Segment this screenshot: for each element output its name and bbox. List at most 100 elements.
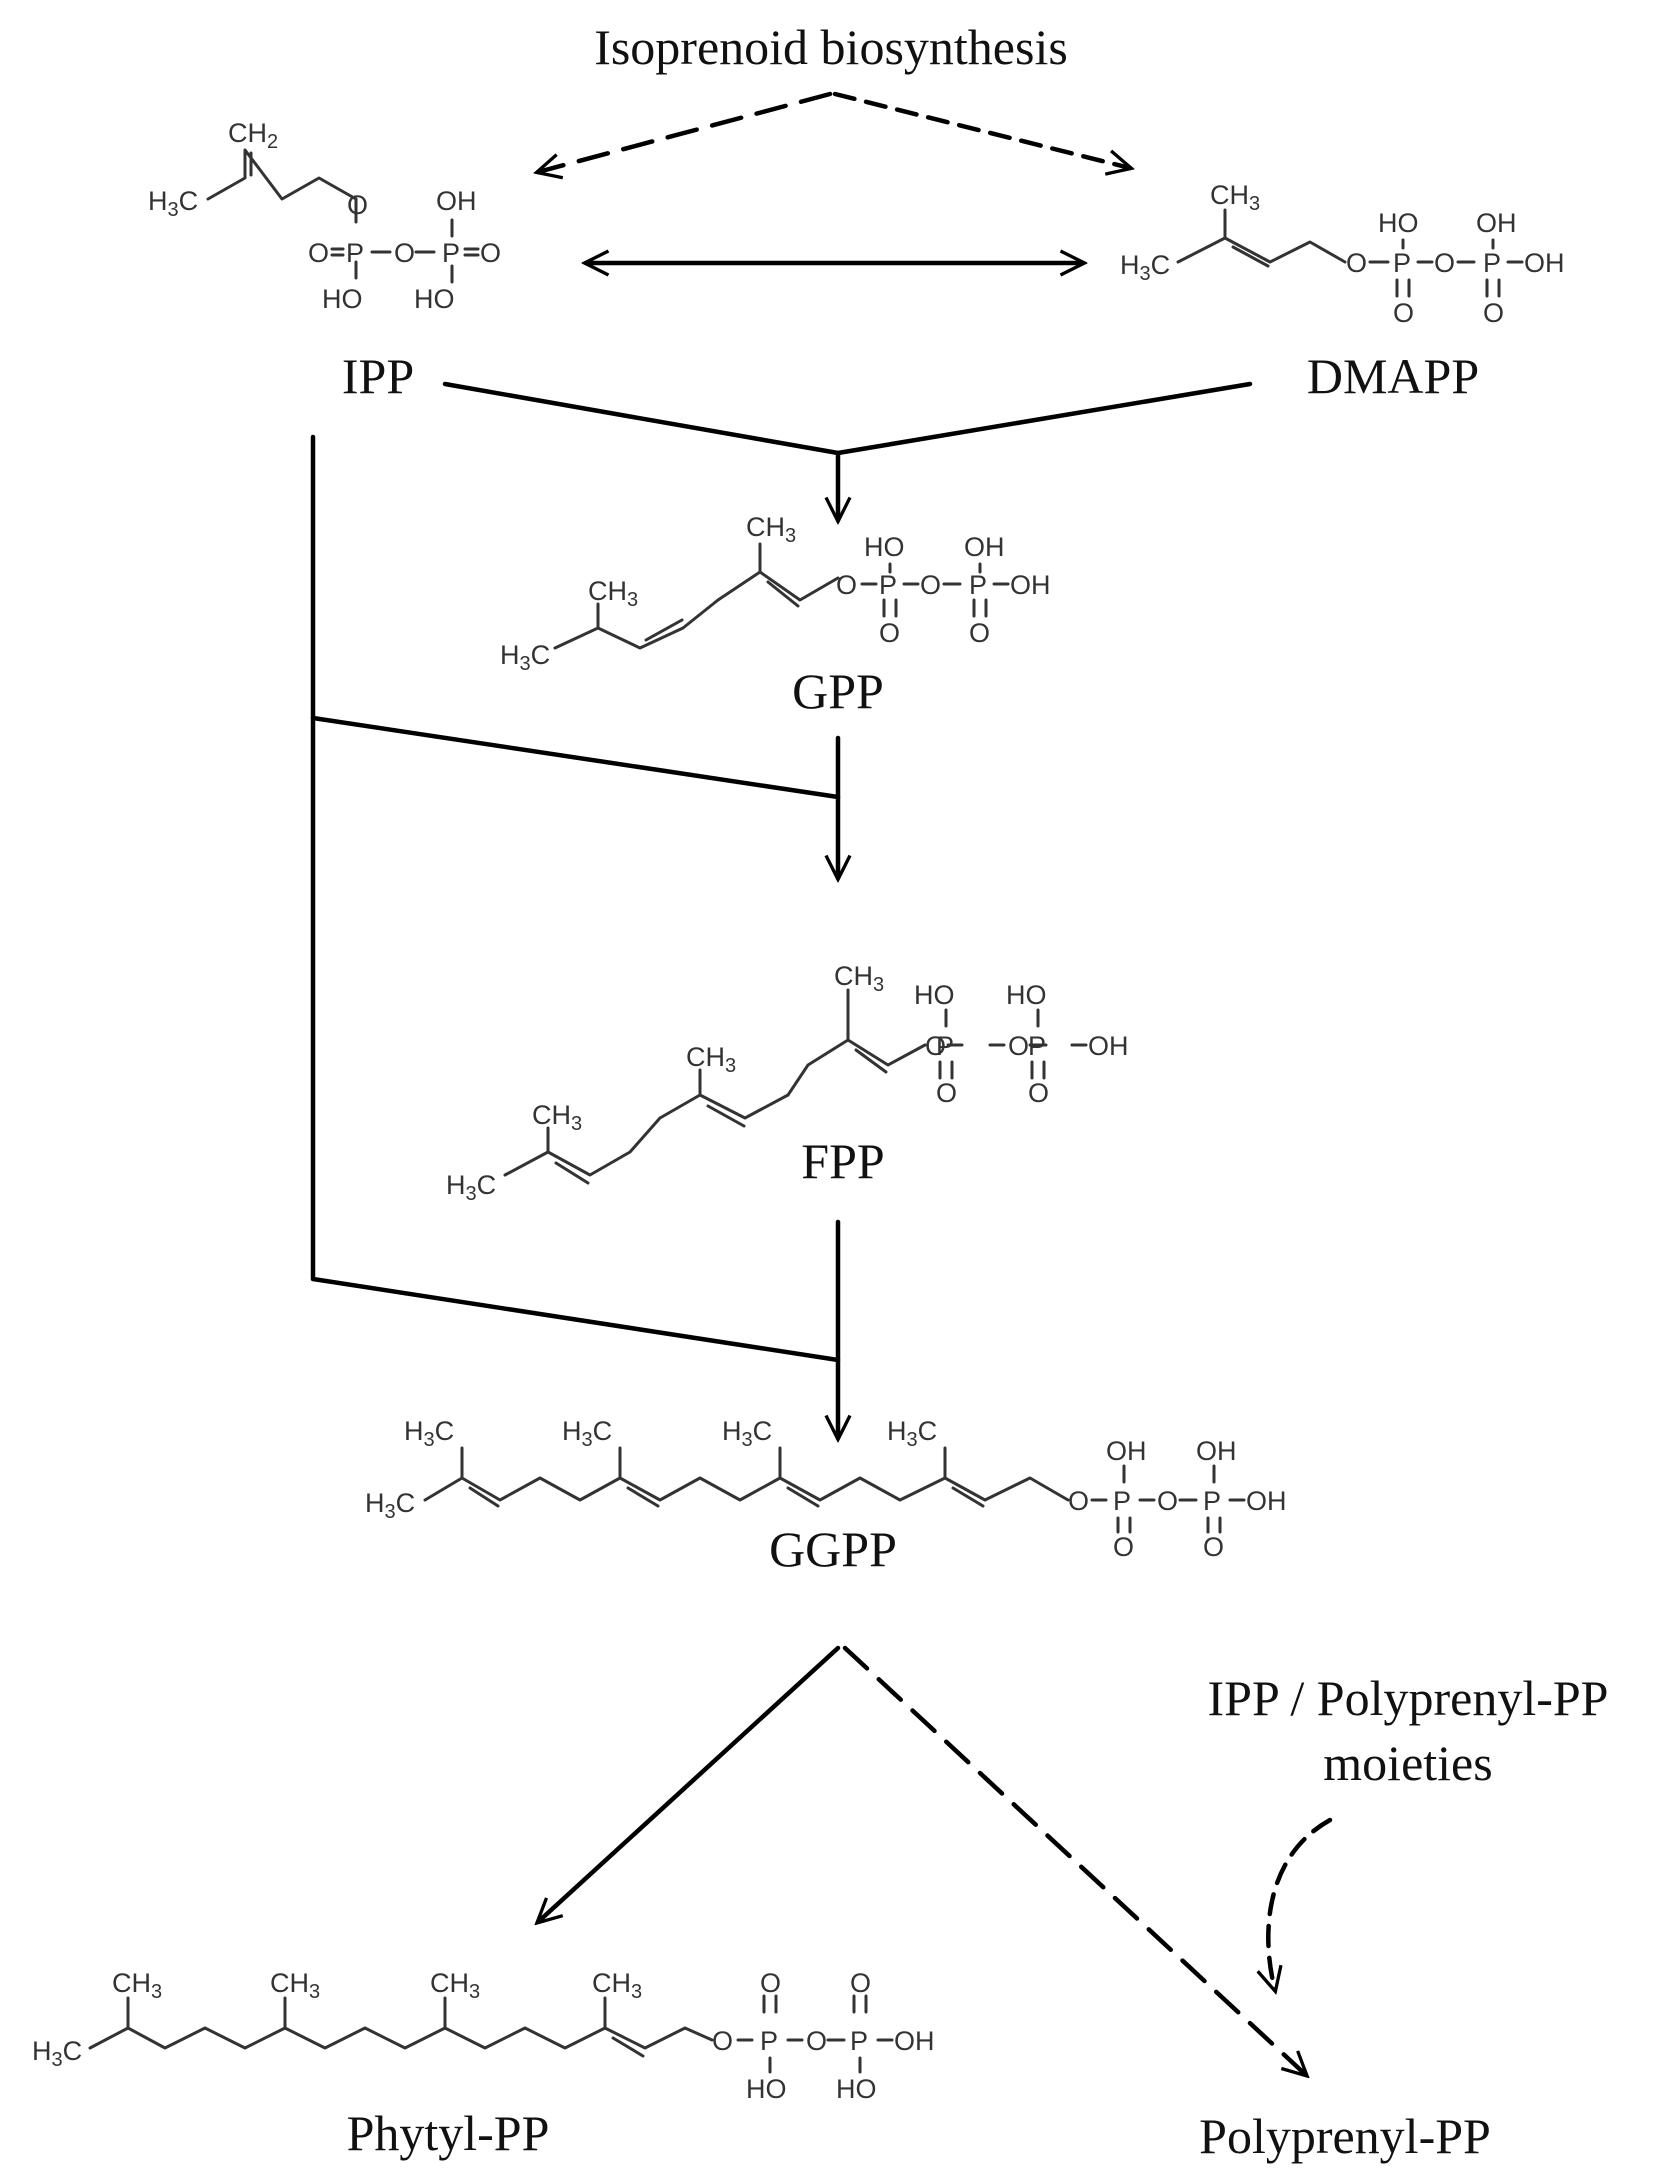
ipp-oh-top-label: OH: [436, 186, 477, 216]
ggpp-oh-top1-label: OH: [1106, 1436, 1147, 1466]
dmapp-ho-top-label: HO: [1378, 208, 1419, 238]
ggpp-to-phytyl-arrow: [538, 1645, 841, 1922]
fpp-ch3-mid-label: CH3: [686, 1042, 736, 1077]
dmapp-oxo-o2-label: O: [1483, 298, 1504, 328]
ggpp-p2-label: P: [1203, 1486, 1221, 1516]
ggpp-bridge-o-label: O: [1157, 1486, 1178, 1516]
ipp-ch2-label: CH2: [228, 118, 278, 153]
dmapp-oh-top-label: OH: [1476, 208, 1517, 238]
fpp-oh-end-label: OH: [1088, 1031, 1129, 1061]
title-to-dmapp-dashed-arrow: [832, 91, 1130, 168]
title-to-ipp-dashed-arrow: [538, 91, 833, 172]
dmapp-ester-o-label: O: [1346, 248, 1367, 278]
ggpp-h3c-2-label: H3C: [562, 1416, 612, 1451]
ggpp-h3c-end-label: H3C: [365, 1488, 415, 1523]
ggpp-ester-o-label: O: [1068, 1486, 1089, 1516]
gpp-structure: CH3 CH3 H3C O P O P OH HO OH O O: [500, 512, 1051, 675]
diagram-title: Isoprenoid biosynthesis: [594, 19, 1068, 75]
dmapp-p2-label: P: [1483, 248, 1501, 278]
phytyl-pp-structure: CH3 H3C CH3 CH3 CH3 O P O P OH O O HO HO: [32, 1968, 935, 2104]
dmapp-h3c-label: H3C: [1120, 250, 1170, 285]
ipp-label: IPP: [342, 348, 414, 404]
ggpp-p1-label: P: [1113, 1486, 1131, 1516]
ipp-ho-right-label: HO: [414, 284, 455, 314]
fpp-oxo-o2-label: O: [1028, 1078, 1049, 1108]
ipp-ho-left-label: HO: [322, 284, 363, 314]
fpp-ho-top2-label: HO: [1006, 980, 1047, 1010]
ggpp-to-polyprenyl-dashed-arrow: [842, 1645, 1306, 2075]
phytyl-ho-2-label: HO: [836, 2074, 877, 2104]
ggpp-oh-top2-label: OH: [1196, 1436, 1237, 1466]
fpp-structure: CH3 CH3 CH3 H3C O P O P OH HO HO O O: [446, 961, 1129, 1205]
gpp-oh-top-label: OH: [964, 532, 1005, 562]
phytyl-ho-1-label: HO: [746, 2074, 787, 2104]
gpp-oxo-o1-label: O: [879, 618, 900, 648]
phytyl-p2-label: P: [850, 2026, 868, 2056]
ggpp-label: GGPP: [769, 1521, 897, 1577]
phytyl-oxo-o1-label: O: [760, 1968, 781, 1998]
fpp-label: FPP: [801, 1133, 884, 1189]
ipp-oxo-o1-label: O: [308, 238, 329, 268]
dmapp-p1-label: P: [1393, 248, 1411, 278]
fpp-p2-label: P: [1028, 1031, 1046, 1061]
gpp-oxo-o2-label: O: [969, 618, 990, 648]
phytyl-ch3-3-label: CH3: [430, 1968, 480, 2003]
fpp-ch3-top-label: CH3: [834, 961, 884, 996]
gpp-bridge-o-label: O: [920, 570, 941, 600]
ggpp-h3c-3-label: H3C: [722, 1416, 772, 1451]
dmapp-structure: CH3 H3C O P O P OH HO OH O O: [1120, 180, 1565, 328]
side-note-line2: moieties: [1323, 1735, 1492, 1791]
ipp-h3c-label: H3C: [148, 186, 198, 221]
gpp-label: GPP: [792, 663, 884, 719]
gpp-p1-label: P: [879, 570, 897, 600]
gpp-ch3-top-label: CH3: [746, 512, 796, 547]
polyprenyl-pp-label: Polyprenyl-PP: [1199, 2108, 1491, 2164]
gpp-p2-label: P: [969, 570, 987, 600]
fpp-ho-top1-label: HO: [914, 980, 955, 1010]
ggpp-oxo-o2-label: O: [1203, 1532, 1224, 1562]
phytyl-ch3-4-label: CH3: [592, 1968, 642, 2003]
dmapp-oxo-o1-label: O: [1393, 298, 1414, 328]
fpp-ch3-low-label: CH3: [532, 1100, 582, 1135]
phytyl-h3c-end-label: H3C: [32, 2036, 82, 2071]
dmapp-ch3-label: CH3: [1210, 180, 1260, 215]
ggpp-oxo-o1-label: O: [1113, 1532, 1134, 1562]
ipp-to-fpp-branch: [310, 715, 841, 800]
dmapp-label: DMAPP: [1307, 348, 1479, 404]
ggpp-h3c-4-label: H3C: [887, 1416, 937, 1451]
phytyl-bridge-o-label: O: [806, 2026, 827, 2056]
fpp-bridge-o-label: O: [1008, 1031, 1029, 1061]
ipp-bridge-o-label: O: [394, 238, 415, 268]
gpp-ch3-mid-label: CH3: [588, 576, 638, 611]
phytyl-ch3-1-label: CH3: [112, 1968, 162, 2003]
phytyl-ch3-2-label: CH3: [270, 1968, 320, 2003]
fpp-oxo-o1-label: O: [936, 1078, 957, 1108]
gpp-ho-top-label: HO: [864, 532, 905, 562]
phytyl-pp-label: Phytyl-PP: [347, 2105, 550, 2161]
ggpp-h3c-1-label: H3C: [404, 1416, 454, 1451]
fpp-p1-label: P: [936, 1031, 954, 1061]
dmapp-oh-end-label: OH: [1524, 248, 1565, 278]
phytyl-ester-o-label: O: [712, 2026, 733, 2056]
phytyl-oxo-o2-label: O: [850, 1968, 871, 1998]
ggpp-structure: H3C H3C H3C H3C H3C O P O P OH OH OH O O: [365, 1416, 1287, 1562]
ipp-p2-label: P: [442, 238, 460, 268]
gpp-oh-end-label: OH: [1010, 570, 1051, 600]
ipp-dmapp-merge-lines: [442, 381, 1253, 456]
phytyl-p1-label: P: [760, 2026, 778, 2056]
ggpp-oh-end-label: OH: [1246, 1486, 1287, 1516]
ipp-ester-o-label: O: [347, 190, 368, 220]
phytyl-oh-end-label: OH: [894, 2026, 935, 2056]
ipp-feeder-line: [310, 434, 841, 1363]
side-note-line1: IPP / Polyprenyl-PP: [1207, 1670, 1608, 1726]
ipp-p1-label: P: [346, 238, 364, 268]
fpp-h3c-label: H3C: [446, 1170, 496, 1205]
gpp-h3c-label: H3C: [500, 640, 550, 675]
dmapp-bridge-o-label: O: [1434, 248, 1455, 278]
ipp-oxo-o2-label: O: [480, 238, 501, 268]
fpp-ester-o-label: O: [925, 1031, 946, 1061]
gpp-ester-o-label: O: [836, 570, 857, 600]
moieties-curved-dashed-arrow: [1268, 1817, 1333, 1990]
ipp-structure: CH2 H3C O O P O P O OH HO HO: [148, 118, 501, 314]
